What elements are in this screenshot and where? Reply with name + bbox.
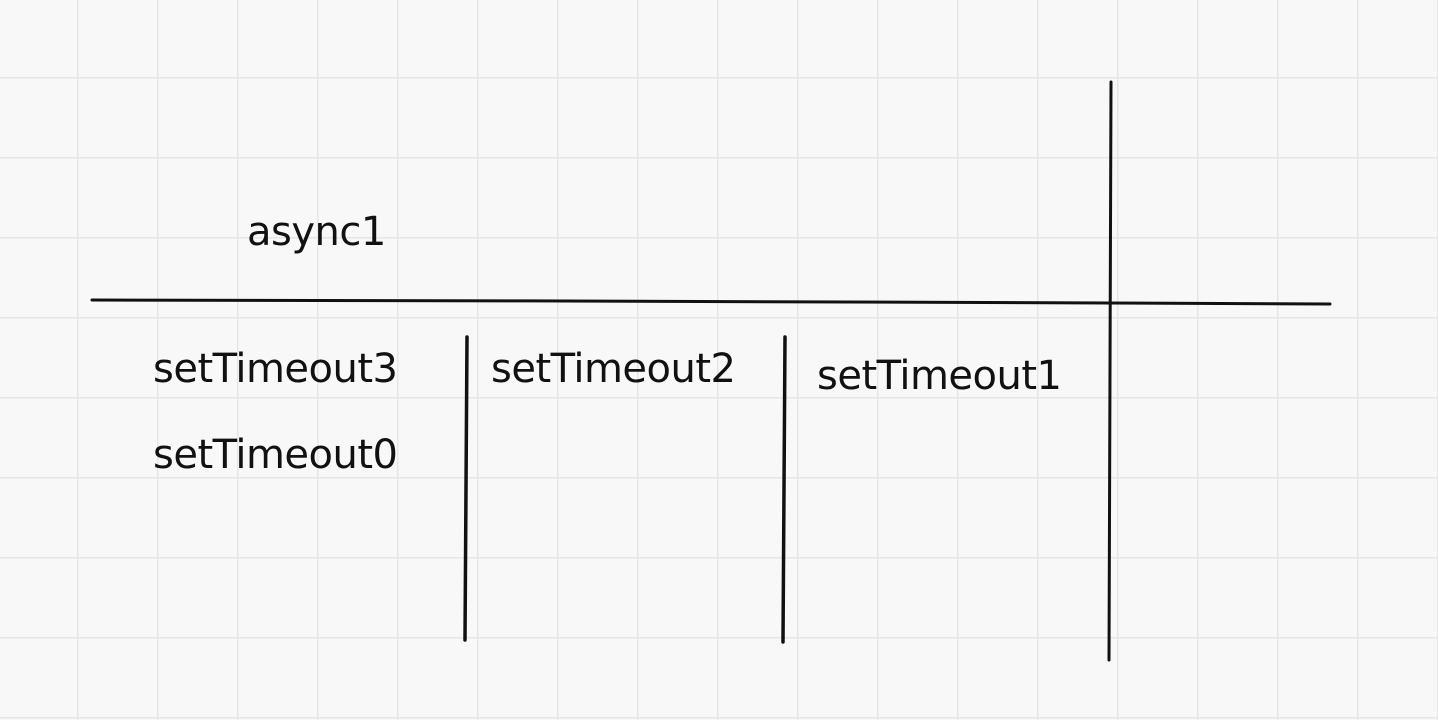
vertical-divider-line-middle — [781, 335, 787, 644]
vertical-divider-line-right — [1107, 80, 1113, 662]
label-settimeout3: setTimeout3 — [153, 346, 398, 392]
label-settimeout2: setTimeout2 — [491, 346, 736, 392]
label-settimeout0: setTimeout0 — [153, 432, 398, 478]
vertical-divider-line-left — [463, 335, 469, 642]
label-settimeout1: setTimeout1 — [817, 353, 1062, 399]
label-async1: async1 — [247, 209, 386, 255]
horizontal-divider-line — [90, 298, 1332, 306]
